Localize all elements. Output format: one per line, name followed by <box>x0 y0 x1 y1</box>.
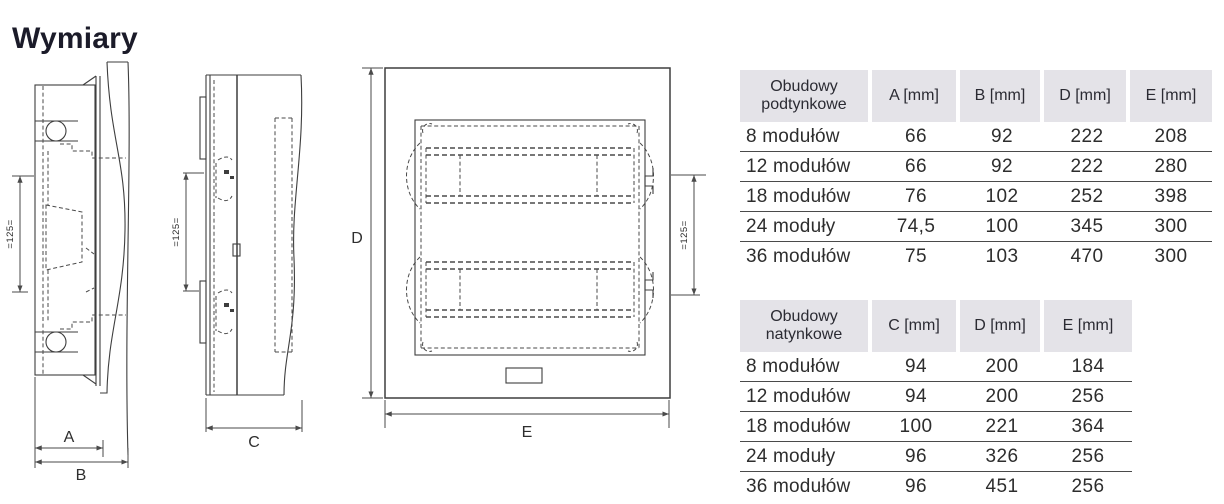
flush-header-b: B [mm] <box>960 70 1044 122</box>
table-row: 8 modułów 94 200 184 <box>740 352 1132 381</box>
cell-d: 252 <box>1070 185 1104 207</box>
cell-c: 96 <box>905 445 927 467</box>
cell-a: 66 <box>905 125 927 147</box>
row-label: 12 modułów <box>746 155 851 177</box>
cell-b: 100 <box>985 215 1019 237</box>
surface-rail-dimension: =125= <box>171 172 204 292</box>
cell-a: 66 <box>905 155 927 177</box>
row-label: 18 modułów <box>746 415 851 437</box>
cell-e: 364 <box>1071 415 1105 437</box>
cell-a: 74,5 <box>896 215 936 237</box>
cell-e: 256 <box>1071 475 1105 497</box>
flush-header-e: E [mm] <box>1130 70 1212 122</box>
cell-e: 256 <box>1071 385 1105 407</box>
flush-side-view: =125= A B <box>5 61 130 484</box>
cell-d: 326 <box>985 445 1019 467</box>
cell-c: 100 <box>899 415 933 437</box>
technical-drawings: =125= A B <box>5 61 706 484</box>
row-label: 24 moduły <box>746 215 836 237</box>
row-label: 8 modułów <box>746 355 840 377</box>
dim-label-e: E <box>522 424 533 441</box>
rail-spacing-label: =125= <box>5 219 16 248</box>
surface-side-view: =125= C <box>171 74 303 451</box>
cell-c: 94 <box>905 385 927 407</box>
cell-d: 221 <box>985 415 1019 437</box>
flush-header-name: Obudowy podtynkowe <box>740 70 872 122</box>
rail-spacing-label: =125= <box>171 217 182 246</box>
dim-label-a: A <box>64 429 75 446</box>
flush-header-d: D [mm] <box>1044 70 1130 122</box>
cell-d: 345 <box>1070 215 1104 237</box>
dim-label-d: D <box>351 230 363 247</box>
cell-e: 208 <box>1154 125 1188 147</box>
cell-b: 92 <box>991 125 1013 147</box>
flush-rail-dimension: =125= <box>5 175 34 293</box>
cell-d: 222 <box>1070 155 1104 177</box>
row-label: 18 modułów <box>746 185 851 207</box>
table-row: 18 modułów 76 102 252 398 <box>740 181 1212 211</box>
table-row: 36 modułów 75 103 470 300 <box>740 241 1212 271</box>
surface-header-name: Obudowy natynkowe <box>740 300 872 352</box>
cell-c: 96 <box>905 475 927 497</box>
front-rail-dimension: =125= <box>671 174 706 296</box>
row-label: 12 modułów <box>746 385 851 407</box>
cell-b: 103 <box>985 245 1019 267</box>
table-row: 8 modułów 66 92 222 208 <box>740 122 1212 151</box>
dimension-d: D <box>351 67 383 399</box>
cell-b: 92 <box>991 155 1013 177</box>
front-view: D E =125= <box>351 67 706 441</box>
dim-label-c: C <box>248 434 260 451</box>
dimension-a-b: A B <box>34 377 129 484</box>
cell-a: 75 <box>905 245 927 267</box>
table-row: 18 modułów 100 221 364 <box>740 411 1132 441</box>
dimension-c: C <box>205 398 303 451</box>
surface-table-header-row: Obudowy natynkowe C [mm] D [mm] E [mm] <box>740 300 1132 352</box>
row-label: 24 moduły <box>746 445 836 467</box>
surface-mount-table: Obudowy natynkowe C [mm] D [mm] E [mm] 8… <box>740 300 1132 501</box>
table-row: 24 moduły 96 326 256 <box>740 441 1132 471</box>
cell-b: 102 <box>985 185 1019 207</box>
table-row: 24 moduły 74,5 100 345 300 <box>740 211 1212 241</box>
row-label: 36 modułów <box>746 245 851 267</box>
table-row: 12 modułów 66 92 222 280 <box>740 151 1212 181</box>
door-latch <box>505 367 543 384</box>
flush-mount-table: Obudowy podtynkowe A [mm] B [mm] D [mm] … <box>740 70 1212 271</box>
cell-e: 256 <box>1071 445 1105 467</box>
table-row: 36 modułów 96 451 256 <box>740 471 1132 501</box>
cell-d: 200 <box>985 385 1019 407</box>
cell-e: 398 <box>1154 185 1188 207</box>
rail-spacing-label: =125= <box>679 220 690 249</box>
page-title: Wymiary <box>12 22 138 56</box>
cell-d: 222 <box>1070 125 1104 147</box>
flush-header-a: A [mm] <box>872 70 960 122</box>
cell-d: 200 <box>985 355 1019 377</box>
cell-e: 300 <box>1154 215 1188 237</box>
surface-header-c: C [mm] <box>872 300 960 352</box>
table-row: 12 modułów 94 200 256 <box>740 381 1132 411</box>
flush-table-header-row: Obudowy podtynkowe A [mm] B [mm] D [mm] … <box>740 70 1212 122</box>
row-label: 36 modułów <box>746 475 851 497</box>
cell-d: 470 <box>1070 245 1104 267</box>
dimension-e: E <box>384 400 670 441</box>
surface-header-d: D [mm] <box>960 300 1044 352</box>
dim-label-b: B <box>76 467 87 484</box>
cell-c: 94 <box>905 355 927 377</box>
cell-e: 280 <box>1154 155 1188 177</box>
cell-e: 184 <box>1071 355 1105 377</box>
cell-d: 451 <box>985 475 1019 497</box>
surface-header-e: E [mm] <box>1044 300 1132 352</box>
cell-a: 76 <box>905 185 927 207</box>
cell-e: 300 <box>1154 245 1188 267</box>
row-label: 8 modułów <box>746 125 840 147</box>
